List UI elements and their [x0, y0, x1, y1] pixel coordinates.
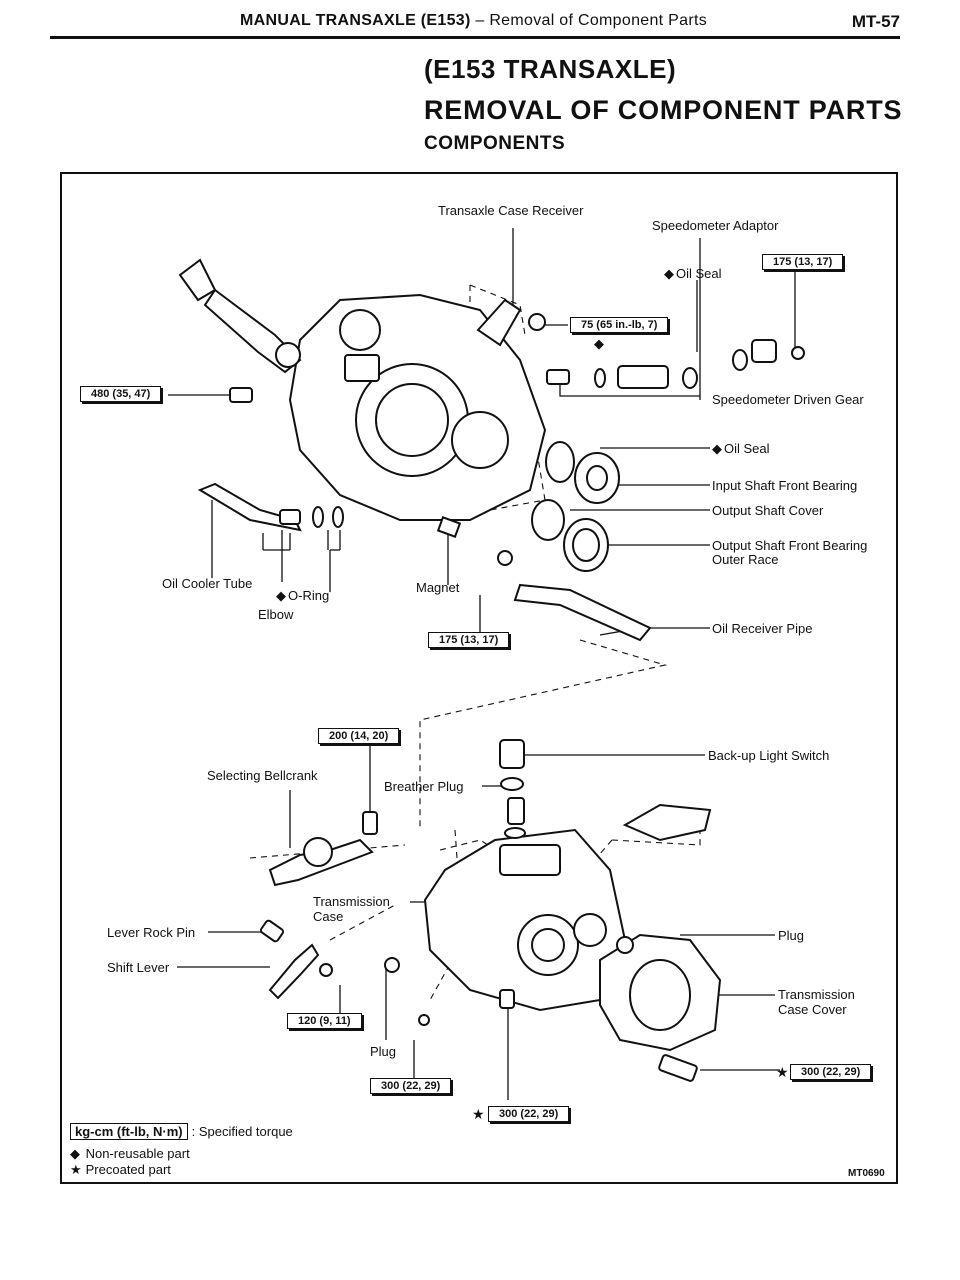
non-reusable-icon: ◆ — [594, 336, 604, 351]
diagram-frame — [60, 172, 898, 1184]
label-speedometer-driven-gear: Speedometer Driven Gear — [712, 392, 864, 407]
label-shift-lever: Shift Lever — [107, 960, 170, 975]
torque-box-200: 200 (14, 20) — [318, 728, 400, 744]
subsection-heading: COMPONENTS — [424, 133, 566, 154]
label-oil-receiver-pipe: Oil Receiver Pipe — [712, 621, 813, 636]
precoated-icon: ★ — [70, 1162, 82, 1177]
label-transmission-case-2: Case — [313, 909, 344, 924]
label-plug-right: Plug — [778, 928, 805, 943]
torque-box-175-mid: 175 (13, 17) — [428, 632, 510, 648]
running-head: MANUAL TRANSAXLE (E153) – Removal of Com… — [240, 12, 707, 30]
label-output-shaft-front-bearing: Output Shaft Front Bearing — [712, 538, 868, 553]
running-head-rest: – Removal of Component Parts — [470, 12, 708, 29]
label-back-up-light-switch: Back-up Light Switch — [708, 748, 830, 763]
label-lever-rock-pin: Lever Rock Pin — [107, 925, 196, 940]
legend-torque-unit: kg-cm (ft-lb, N·m): Specified torque — [70, 1123, 293, 1140]
legend-unit-box: kg-cm (ft-lb, N·m) — [70, 1123, 188, 1140]
legend-precoated: ★ Precoated part — [70, 1162, 171, 1177]
label-oil-seal-top: ◆Oil Seal — [664, 266, 722, 281]
running-head-bold: MANUAL TRANSAXLE (E153) — [240, 12, 471, 29]
label-transmission-case-cover: Transmission — [778, 987, 855, 1002]
label-oil-cooler-tube: Oil Cooler Tube — [162, 576, 253, 591]
label-magnet: Magnet — [416, 580, 460, 595]
label-input-shaft-front-bearing: Input Shaft Front Bearing — [712, 478, 858, 493]
precoated-icon: ★ — [776, 1064, 789, 1080]
torque-box-300-center: 300 (22, 29) — [488, 1106, 570, 1122]
label-transaxle-case-receiver: Transaxle Case Receiver — [438, 203, 584, 218]
header-rule — [50, 36, 900, 39]
label-breather-plug: Breather Plug — [384, 779, 464, 794]
label-oil-seal-mid: ◆Oil Seal — [712, 441, 770, 456]
page-number: MT-57 — [851, 12, 900, 31]
section-heading: REMOVAL OF COMPONENT PARTS — [424, 95, 903, 125]
torque-box-300-right: 300 (22, 29) — [790, 1064, 872, 1080]
torque-box-480: 480 (35, 47) — [80, 386, 162, 402]
torque-box-300-bottom: 300 (22, 29) — [370, 1078, 452, 1094]
legend-unit-text: : Specified torque — [191, 1124, 293, 1139]
label-plug-bottom: Plug — [370, 1044, 397, 1059]
label-selecting-bellcrank: Selecting Bellcrank — [207, 768, 318, 783]
torque-box-120: 120 (9, 11) — [287, 1013, 362, 1029]
non-reusable-icon: ◆ — [664, 266, 674, 281]
label-elbow: Elbow — [258, 607, 294, 622]
label-outer-race: Outer Race — [712, 552, 779, 567]
label-speedometer-adaptor: Speedometer Adaptor — [652, 218, 779, 233]
label-o-ring: ◆O-Ring — [276, 588, 330, 603]
page-header: MANUAL TRANSAXLE (E153) – Removal of Com… — [50, 8, 900, 39]
non-reusable-icon: ◆ — [276, 588, 286, 603]
label-output-shaft-cover: Output Shaft Cover — [712, 503, 824, 518]
precoated-icon: ★ — [472, 1106, 485, 1122]
legend-non-reusable: ◆ Non-reusable part — [70, 1146, 190, 1161]
label-transmission-case: Transmission — [313, 894, 390, 909]
section-title: (E153 TRANSAXLE) — [424, 54, 677, 84]
figure-code: MT0690 — [848, 1168, 885, 1179]
torque-box-75: 75 (65 in.-lb, 7) — [570, 317, 669, 333]
label-transmission-case-cover-2: Case Cover — [778, 1002, 847, 1017]
non-reusable-icon: ◆ — [712, 441, 722, 456]
non-reusable-icon: ◆ — [70, 1146, 80, 1161]
torque-box-175-top: 175 (13, 17) — [762, 254, 844, 270]
